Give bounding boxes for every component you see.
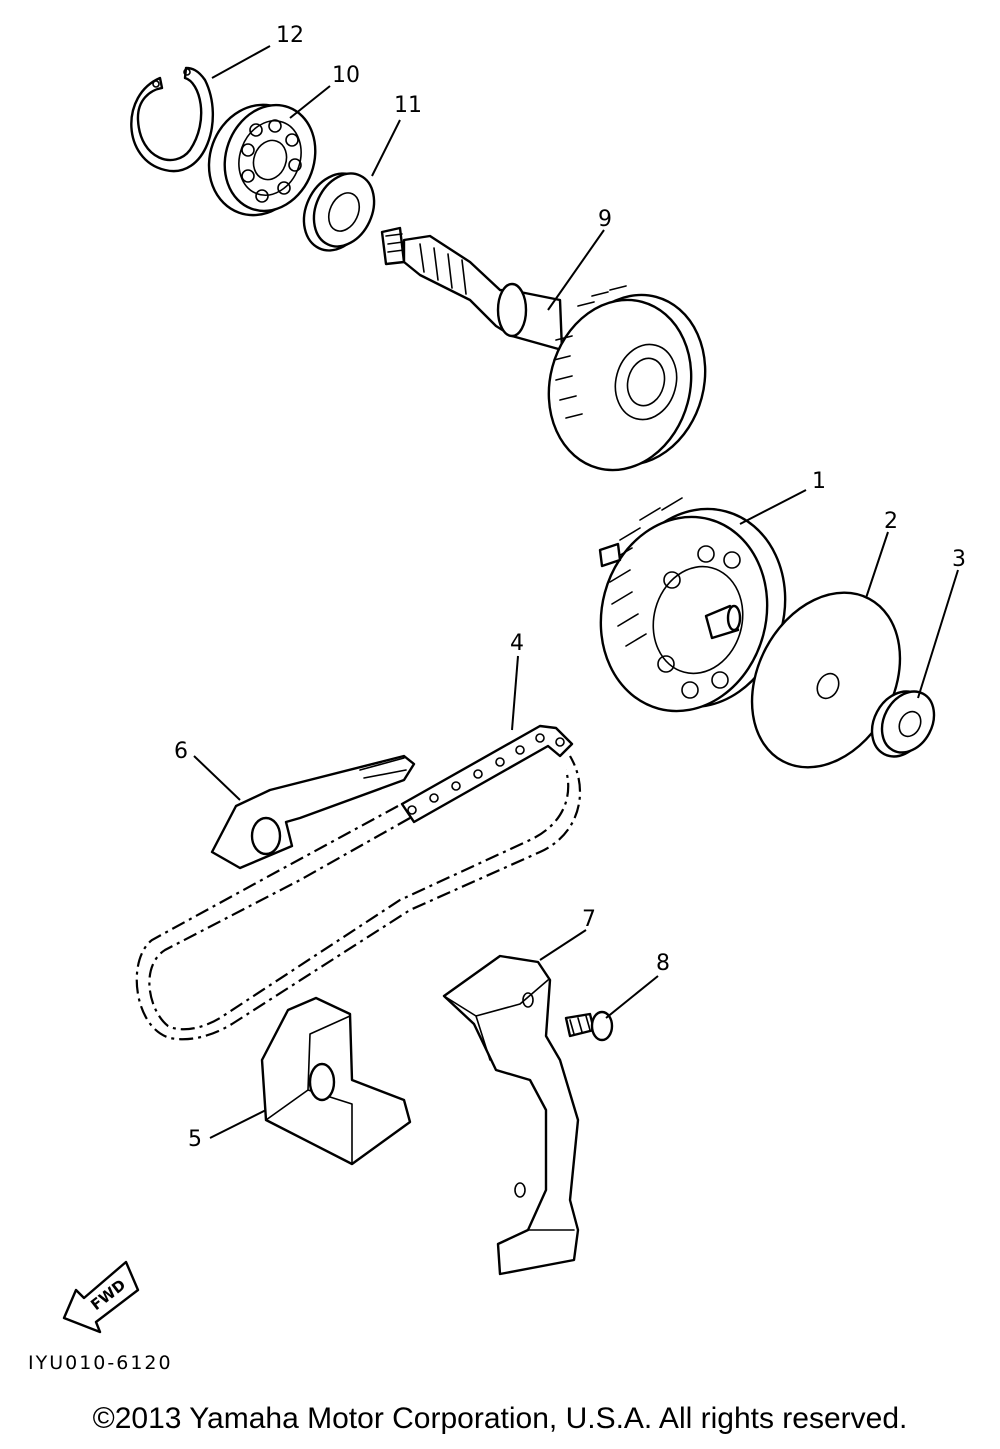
callout-6: 6 (174, 739, 188, 764)
callout-5: 5 (188, 1127, 202, 1152)
part-3-washer[interactable] (861, 682, 944, 766)
callout-labels: 12 10 11 9 1 2 3 4 6 5 7 8 (174, 23, 966, 1152)
copyright-notice: ©2013 Yamaha Motor Corporation, U.S.A. A… (92, 1402, 908, 1435)
part-8-bolt[interactable] (564, 1010, 614, 1042)
leader-lines (193, 45, 959, 1139)
part-11-oil-seal[interactable] (292, 163, 386, 261)
exploded-parts-diagram: 12 10 11 9 1 2 3 4 6 5 7 8 FWD (62, 23, 966, 1334)
part-4-chain[interactable] (135, 724, 582, 1041)
callout-9: 9 (598, 207, 612, 232)
part-7-bracket[interactable] (442, 954, 580, 1276)
part-6-chain-guide[interactable] (210, 754, 416, 870)
callout-4: 4 (510, 631, 524, 656)
callout-2: 2 (884, 509, 898, 534)
part-9-drive-shaft[interactable] (380, 226, 724, 486)
fwd-arrow-icon: FWD (62, 1260, 140, 1334)
part-12-circlip[interactable] (130, 66, 214, 173)
callout-10: 10 (332, 63, 360, 88)
callout-8: 8 (656, 951, 670, 976)
part-10-bearing[interactable] (194, 91, 330, 229)
callout-12: 12 (276, 23, 304, 48)
part-5-tensioner-block[interactable] (260, 996, 412, 1166)
callout-1: 1 (812, 469, 826, 494)
part-1-gear[interactable] (579, 490, 807, 730)
callout-7: 7 (582, 907, 596, 932)
callout-11: 11 (394, 93, 422, 118)
diagram-code: IYU010-6120 (28, 1352, 173, 1374)
callout-3: 3 (952, 547, 966, 572)
